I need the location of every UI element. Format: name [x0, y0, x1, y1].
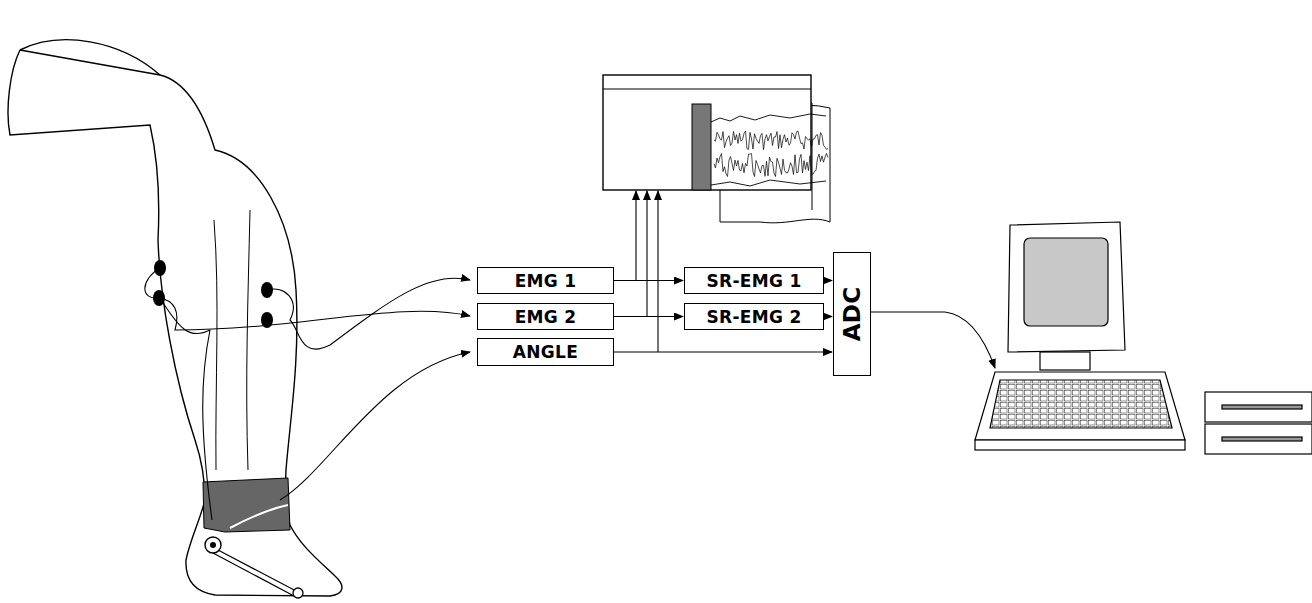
box-label: EMG 1 — [515, 271, 577, 291]
amplifier-box: EMG 1 — [477, 267, 614, 294]
leg-outline — [8, 40, 342, 596]
ankle-band — [203, 478, 290, 532]
chart-recorder — [603, 75, 830, 223]
box-label: ANGLE — [513, 342, 578, 362]
signal-arrow — [614, 316, 683, 317]
box-label: EMG 2 — [515, 307, 577, 327]
amplifier-box: EMG 2 — [477, 303, 614, 330]
rectifier-box: SR-EMG 1 — [684, 267, 824, 294]
computer — [975, 222, 1312, 454]
electrodes — [153, 260, 273, 328]
rectifier-box: SR-EMG 2 — [684, 303, 824, 330]
recorder-wires — [636, 191, 658, 352]
data-link — [866, 312, 995, 368]
box-label: SR-EMG 1 — [706, 271, 801, 291]
signal-arrow — [614, 280, 683, 281]
box-label: ADC — [839, 287, 865, 342]
goniometer-axis — [210, 542, 216, 548]
electrode-leads — [145, 268, 470, 520]
band-wire — [230, 505, 288, 528]
goniometer-end — [293, 588, 303, 598]
goniometer-arm — [213, 550, 298, 596]
amplifier-box: ANGLE — [477, 338, 614, 366]
signal-arrow — [824, 316, 832, 317]
converter-box: ADC — [833, 252, 871, 376]
box-label: SR-EMG 2 — [706, 307, 801, 327]
signal-arrow — [824, 280, 832, 281]
signal-arrow — [614, 351, 832, 352]
